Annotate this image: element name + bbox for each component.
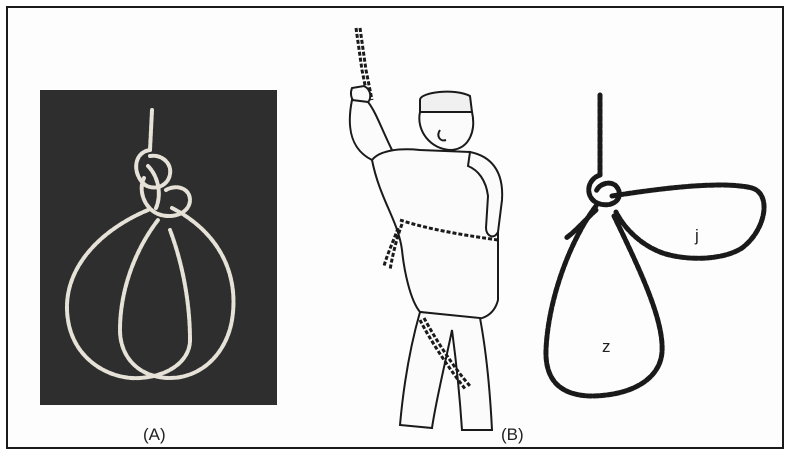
caption-a: (A) bbox=[143, 425, 166, 445]
bowline-knot-diagram bbox=[546, 95, 764, 396]
loop-label-z: z bbox=[602, 337, 611, 357]
caption-b: (B) bbox=[501, 425, 524, 445]
loop-label-j: j bbox=[695, 226, 699, 246]
climbing-man-figure bbox=[350, 86, 502, 430]
